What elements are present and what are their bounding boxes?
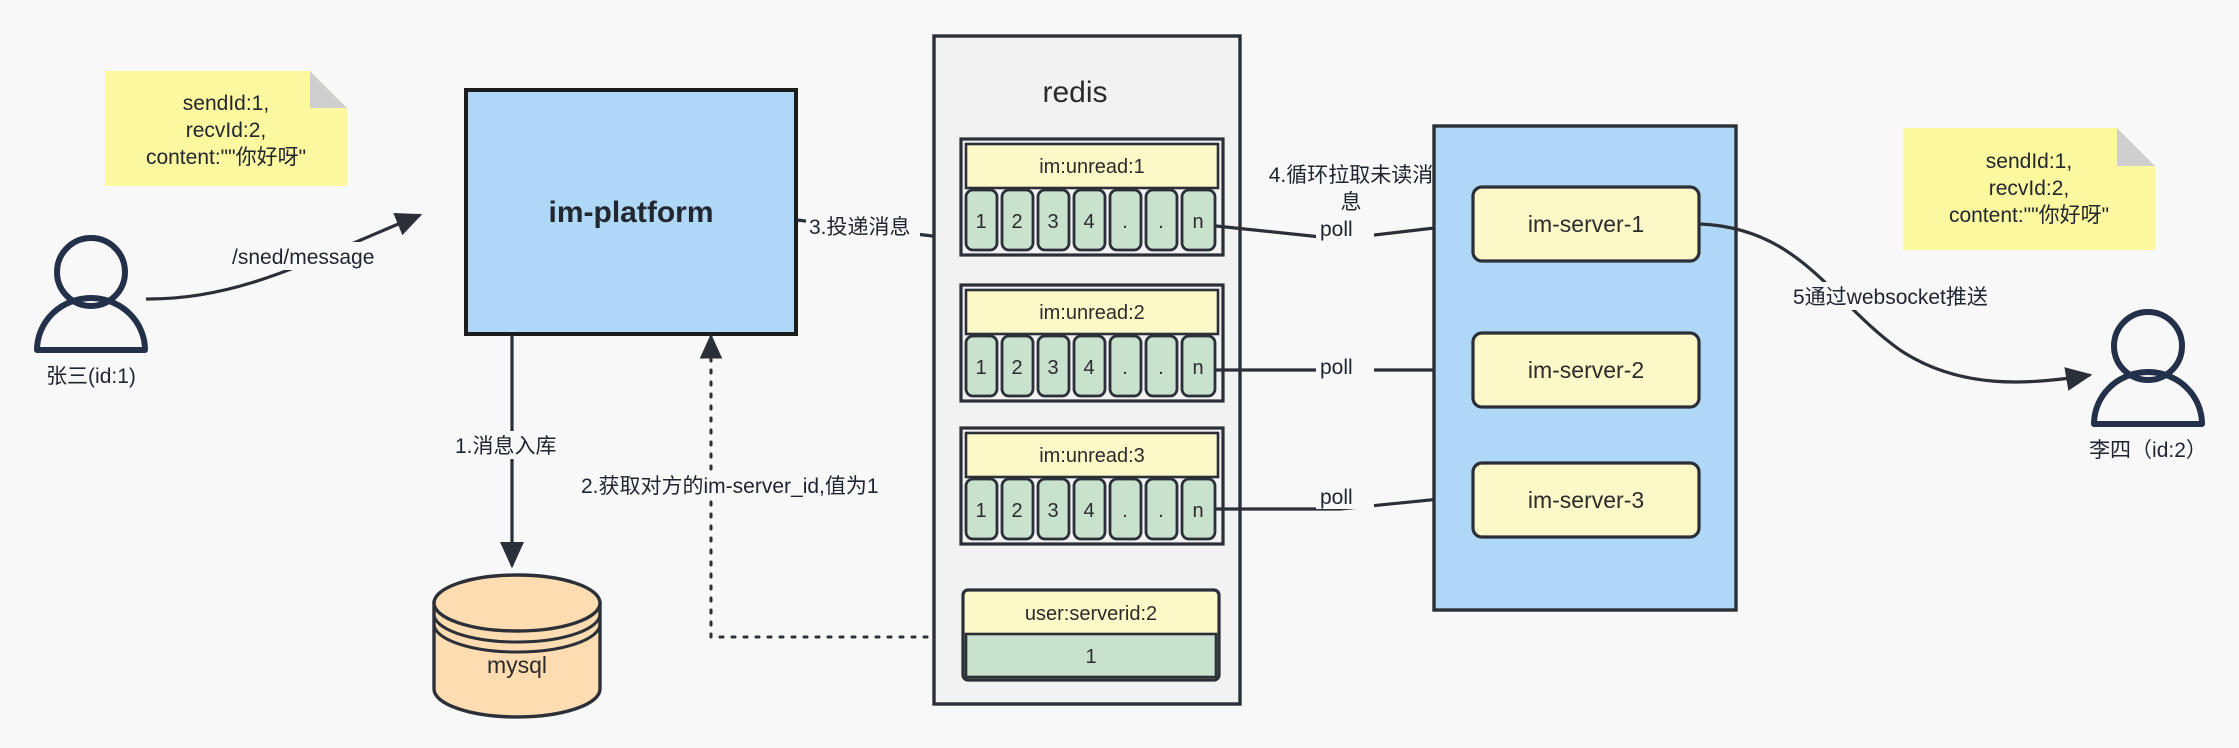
- edge-label-bg: [1316, 352, 1374, 380]
- redis-single-key-name: user:serverid:2: [1025, 603, 1157, 625]
- edge-step5: 5通过websocket推送: [1699, 222, 2093, 391]
- edge-label-step4-line1: 4.循环拉取未读消: [1269, 164, 1434, 187]
- redis-cells-0: 1 2 3 4 . . n: [964, 188, 1217, 252]
- redis-cell: 1: [975, 357, 986, 379]
- redis-key-name-2: im:unread:3: [1039, 445, 1145, 467]
- node-im-server-3-label: im-server-3: [1528, 487, 1644, 513]
- edge-poll-2: poll: [1216, 352, 1463, 382]
- edge-label-poll-2: poll: [1320, 356, 1353, 379]
- note-right-line-2: recvId:2,: [1989, 177, 2070, 200]
- redis-cell: 3: [1047, 500, 1058, 522]
- edge-label-bg: [1316, 213, 1374, 241]
- node-redis-label: redis: [1042, 76, 1107, 109]
- edge-label-step1: 1.消息入库: [455, 435, 557, 458]
- actor-receiver-label: 李四（id:2）: [2089, 439, 2207, 462]
- edge-label-bg: [1790, 282, 2000, 310]
- redis-cell: 2: [1011, 211, 1022, 233]
- edge-label-bg: [228, 242, 386, 270]
- redis-cell: 1: [975, 211, 986, 233]
- redis-single-key-value: 1: [1085, 646, 1096, 668]
- redis-cell: .: [1122, 500, 1128, 522]
- edge-step3: 3.投递消息: [796, 212, 961, 249]
- edge-send-message: /sned/message: [145, 212, 423, 301]
- edge-label-bg: [578, 471, 874, 499]
- node-im-platform[interactable]: im-platform: [464, 88, 798, 336]
- redis-cell: 3: [1047, 211, 1058, 233]
- redis-cell: 4: [1083, 500, 1094, 522]
- note-left-line-3: content:""你好呀": [146, 146, 306, 169]
- edge-poll-3: poll: [1216, 481, 1463, 512]
- note-right-line-1: sendId:1,: [1986, 150, 2072, 173]
- edge-label-send-message: /sned/message: [232, 246, 374, 269]
- edge-label-step4: 4.循环拉取未读消 息: [1251, 159, 1451, 215]
- edge-label-step3: 3.投递消息: [809, 216, 911, 239]
- node-im-server-group: im-server-1 im-server-2 im-server-3: [1432, 124, 1738, 612]
- node-im-server-1[interactable]: im-server-1: [1471, 185, 1701, 263]
- avatar-body-icon: [34, 295, 148, 353]
- redis-key-block-0[interactable]: im:unread:1 1 2 3 4 . . n: [959, 137, 1225, 257]
- node-im-platform-label: im-platform: [549, 196, 714, 229]
- edge-label-step4-line2: 息: [1341, 191, 1362, 214]
- actor-sender-label: 张三(id:1): [46, 365, 136, 388]
- edge-label-bg: [1316, 481, 1374, 509]
- note-left-line-1: sendId:1,: [183, 92, 269, 115]
- redis-key-block-1[interactable]: im:unread:2 1 2 3 4 . . n: [959, 283, 1225, 403]
- redis-cell: n: [1192, 357, 1203, 379]
- redis-cell: .: [1158, 357, 1164, 379]
- redis-cell: 1: [975, 500, 986, 522]
- redis-cell: 2: [1011, 357, 1022, 379]
- redis-cell: .: [1158, 500, 1164, 522]
- edge-label-bg: [1251, 159, 1451, 215]
- avatar-head-icon: [2111, 309, 2185, 383]
- node-mysql-label: mysql: [487, 652, 547, 678]
- redis-cell: 4: [1083, 357, 1094, 379]
- redis-key-name-1: im:unread:2: [1039, 302, 1145, 324]
- edge-label-step5: 5通过websocket推送: [1793, 286, 1988, 309]
- redis-cell: .: [1122, 357, 1128, 379]
- edge-poll-1: poll: [1215, 213, 1463, 241]
- edge-label-bg: [806, 212, 920, 240]
- redis-cell: .: [1158, 211, 1164, 233]
- redis-cell: 3: [1047, 357, 1058, 379]
- redis-cell: .: [1122, 211, 1128, 233]
- edge-step1: 1.消息入库: [452, 335, 566, 569]
- avatar-body-icon: [2091, 369, 2205, 427]
- actor-receiver: 李四（id:2）: [2089, 309, 2207, 462]
- redis-key-user-serverid[interactable]: user:serverid:2 1: [961, 588, 1221, 682]
- redis-cell: 4: [1083, 211, 1094, 233]
- redis-key-block-2[interactable]: im:unread:3 1 2 3 4 . . n: [959, 426, 1225, 546]
- node-im-server-1-label: im-server-1: [1528, 211, 1644, 237]
- note-left-line-2: recvId:2,: [186, 119, 267, 142]
- redis-cells-1: 1 2 3 4 . . n: [964, 334, 1217, 398]
- edge-label-bg: [452, 431, 566, 459]
- edge-label-poll-1: poll: [1320, 218, 1353, 241]
- edge-label-poll-3: poll: [1320, 486, 1353, 509]
- redis-cell: n: [1192, 500, 1203, 522]
- redis-cell: 2: [1011, 500, 1022, 522]
- actor-sender: 张三(id:1): [34, 235, 148, 388]
- redis-cell: n: [1192, 211, 1203, 233]
- note-right: sendId:1, recvId:2, content:""你好呀": [1903, 128, 2155, 250]
- node-im-server-2-label: im-server-2: [1528, 357, 1644, 383]
- note-left: sendId:1, recvId:2, content:""你好呀": [105, 71, 347, 186]
- node-im-server-2[interactable]: im-server-2: [1471, 331, 1701, 409]
- node-mysql[interactable]: mysql: [432, 573, 602, 719]
- edge-step2: 2.获取对方的im-server_id,值为1: [578, 333, 965, 639]
- edge-label-step2: 2.获取对方的im-server_id,值为1: [581, 475, 879, 498]
- redis-key-name-0: im:unread:1: [1039, 156, 1145, 178]
- note-right-line-3: content:""你好呀": [1949, 204, 2109, 227]
- node-im-server-3[interactable]: im-server-3: [1471, 461, 1701, 539]
- redis-cells-2: 1 2 3 4 . . n: [964, 477, 1217, 541]
- avatar-head-icon: [54, 235, 128, 309]
